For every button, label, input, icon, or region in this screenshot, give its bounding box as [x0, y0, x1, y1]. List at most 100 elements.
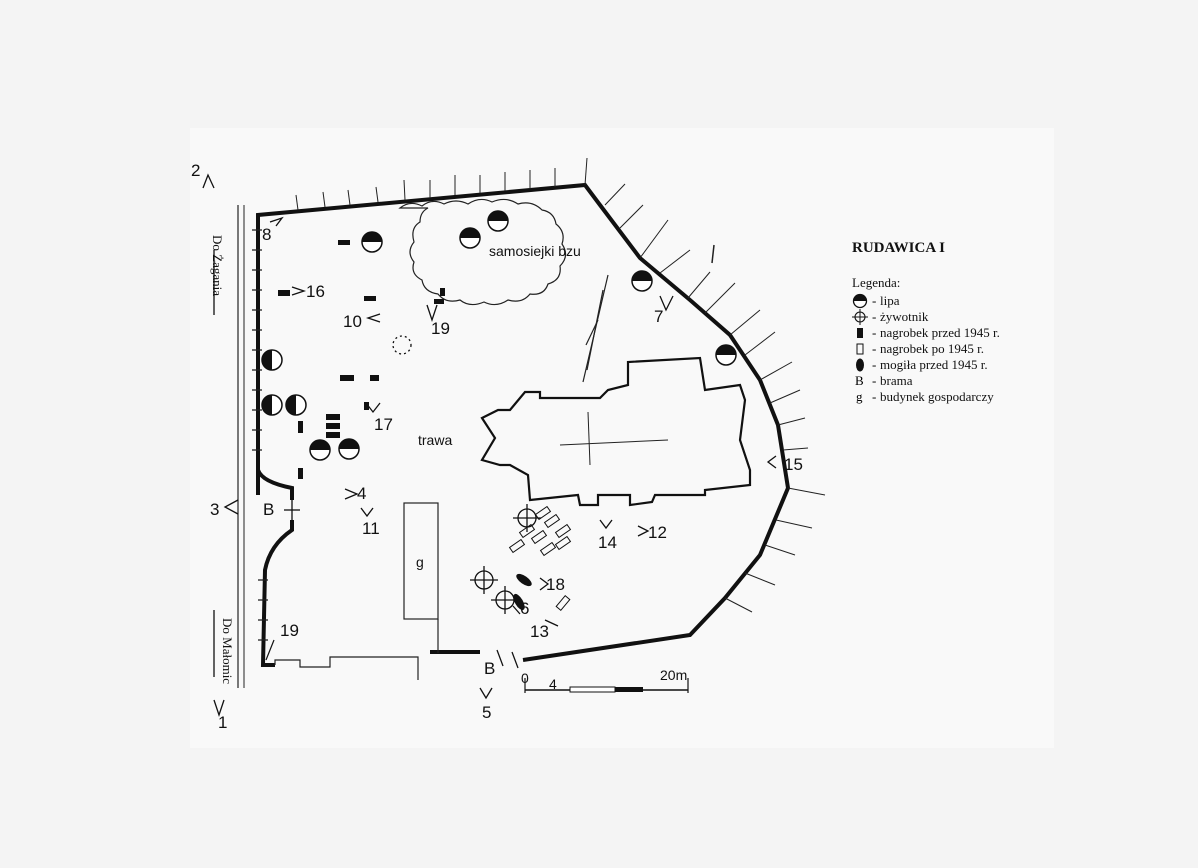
legend-row: g- budynek gospodarczy — [852, 389, 1052, 405]
view-label: 16 — [306, 282, 325, 301]
legend-row: - nagrobek po 1945 r. — [852, 341, 1052, 357]
legend-row: - żywotnik — [852, 309, 1052, 325]
scale-bar — [524, 678, 689, 693]
church-cross — [587, 411, 591, 466]
scale-zero: 0 — [521, 670, 529, 686]
mound-before-1945-icon — [516, 573, 532, 587]
west-wall-ticks — [252, 229, 268, 641]
grave-after-1945-icon — [530, 529, 548, 545]
grave-before-1945-icon — [440, 288, 445, 296]
cemetery-wall — [256, 182, 791, 662]
legend-label: nagrobek po 1945 r. — [880, 341, 984, 356]
legend-label: nagrobek przed 1945 r. — [880, 325, 1000, 340]
legend-label: brama — [880, 373, 913, 388]
legend-dash: - — [872, 389, 876, 404]
grave-after-1945-icon: - — [856, 341, 876, 356]
lipa-icon — [261, 394, 283, 416]
mounds-before-1945 — [513, 573, 532, 611]
church-cross — [559, 439, 669, 446]
view-label: 17 — [374, 415, 393, 434]
lilac-area — [398, 198, 567, 306]
legend-row: - mogiła przed 1945 r. — [852, 357, 1052, 373]
grave-after-1945-icon — [539, 541, 557, 557]
view-label: 2 — [191, 161, 200, 180]
church — [480, 356, 752, 507]
grave-before-1945-icon — [340, 375, 354, 381]
legend-row: - nagrobek przed 1945 r. — [852, 325, 1052, 341]
lipa-icon — [309, 439, 331, 461]
lipa-icon — [715, 344, 737, 366]
grave-before-1945-icon — [326, 423, 340, 429]
farm-building — [403, 502, 439, 620]
legend-row: B- brama — [852, 373, 1052, 389]
grass-label: trawa — [418, 432, 452, 448]
lipa-icon — [361, 231, 383, 253]
grave-before-1945-icon — [338, 240, 350, 245]
grave-before-1945-icon — [326, 432, 340, 438]
legend-dash: - — [872, 341, 876, 356]
gate-symbol: B- — [855, 373, 876, 388]
mound-before-1945-icon — [513, 593, 525, 611]
building-symbol: g- — [856, 389, 876, 404]
view-label: 7 — [654, 307, 663, 326]
grave-before-1945-icon — [298, 421, 303, 433]
legend-dash: - — [872, 309, 876, 324]
grave-before-1945-icon — [278, 290, 290, 296]
graves-after-1945 — [508, 505, 572, 611]
lipa-icon — [261, 349, 283, 371]
view-label: 4 — [357, 484, 366, 503]
building-label: g — [416, 554, 424, 570]
gate-label-west: B — [263, 500, 274, 519]
grave-after-1945-icon — [534, 505, 552, 521]
legend-label: lipa — [880, 293, 900, 308]
view-label: 6 — [520, 599, 529, 618]
mound-before-1945-icon: - — [856, 357, 876, 372]
road-south-label: Do Małomic — [220, 618, 235, 684]
grave-before-1945-icon — [326, 414, 340, 420]
grave-before-1945-icon — [370, 375, 379, 381]
grave-before-1945-icon: - — [857, 325, 876, 340]
legend-label: mogiła przed 1945 r. — [880, 357, 988, 372]
fallen-trunk — [582, 274, 609, 383]
grave-after-1945-icon — [518, 523, 536, 539]
gate-label-south: B — [484, 659, 495, 678]
view-label: 5 — [482, 703, 491, 722]
grave-after-1945-icon — [508, 538, 526, 554]
view-label: 8 — [262, 225, 271, 244]
view-label: 13 — [530, 622, 549, 641]
graves-before-1945 — [278, 240, 445, 479]
zywotnik-icon — [392, 335, 412, 355]
legend: RUDAWICA I Legenda: - lipa - żywotnik - … — [852, 240, 1052, 405]
thuja-trees — [392, 335, 541, 614]
lipa-icon — [631, 270, 653, 292]
lipa-icon — [285, 394, 307, 416]
legend-dash: - — [872, 357, 876, 372]
grave-before-1945-icon — [298, 468, 303, 479]
cemetery-wall-west-north — [256, 215, 294, 500]
grave-before-1945-icon — [364, 402, 369, 410]
gate-markers — [284, 498, 519, 669]
view-label: 10 — [343, 312, 362, 331]
wall-ticks — [295, 157, 826, 613]
grave-before-1945-icon — [364, 296, 376, 301]
view-label: 15 — [784, 455, 803, 474]
view-label: 12 — [648, 523, 667, 542]
scale-mid: 4 — [549, 676, 557, 692]
view-label: 14 — [598, 533, 617, 552]
tick-mark — [711, 244, 715, 264]
fence — [274, 656, 419, 680]
view-label: 1 — [218, 713, 227, 732]
view-label: 19 — [431, 319, 450, 338]
legend-dash: - — [872, 293, 876, 308]
grave-after-1945-icon — [555, 595, 571, 611]
page-title: RUDAWICA I — [852, 240, 945, 256]
view-label: 18 — [546, 575, 565, 594]
road-north-label: Do Żagania — [210, 235, 225, 296]
grave-after-1945-icon — [554, 535, 572, 551]
zywotnik-icon — [470, 566, 498, 594]
legend-dash: - — [872, 373, 876, 388]
view-label: 3 — [210, 500, 219, 519]
legend-label: żywotnik — [880, 309, 929, 324]
legend-dash: - — [872, 325, 876, 340]
